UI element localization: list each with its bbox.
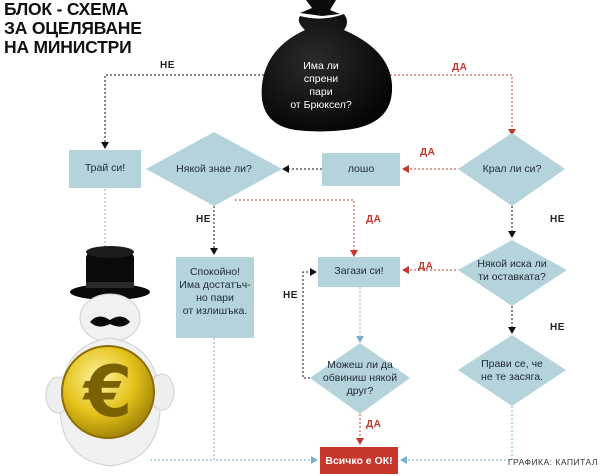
blame-text: Можеш ли да обвиниш някой друг?	[314, 359, 406, 398]
blame-line: Можеш ли да	[327, 359, 393, 371]
label-yes-blame: ДА	[366, 419, 382, 430]
label-no-whoknows: НЕ	[196, 214, 211, 225]
edge-calm-ok	[213, 338, 318, 464]
chart-title: БЛОК - СХЕМА ЗА ОЦЕЛЯВАНЕ НА МИНИСТРИ	[4, 0, 154, 57]
blame-line: обвиниш някой	[322, 372, 398, 384]
title-line: БЛОК - СХЕМА	[4, 0, 129, 19]
label-yes-bag: ДА	[452, 62, 468, 73]
euro-mascot-icon: €	[45, 246, 175, 467]
pretend-line: не те засяга.	[481, 371, 543, 383]
who-knows-diamond	[146, 132, 282, 206]
bag-line: спрени	[303, 73, 339, 85]
stay-text: Трай си!	[84, 162, 126, 174]
money-bag-icon	[261, 0, 393, 132]
bag-question: Има ли спрени пари от Брюксел?	[286, 60, 356, 112]
resign-diamond	[458, 240, 567, 306]
label-yes-whoknows: ДА	[366, 214, 382, 225]
calm-line: Спокойно!	[189, 266, 241, 278]
pretend-line: Прави се, че	[481, 358, 543, 370]
blame-line: друг?	[346, 385, 374, 397]
hide-box	[318, 257, 400, 287]
bad-text: лошо	[347, 163, 375, 175]
graphic-credit: ГРАФИКА: КАПИТАЛ	[507, 457, 598, 467]
svg-text:€: €	[82, 351, 133, 433]
bag-line: от Брюксел?	[290, 99, 352, 111]
resign-line: Някой иска ли	[477, 258, 547, 270]
connectors	[101, 74, 516, 464]
stole-diamond	[458, 133, 565, 206]
bag-line: Има ли	[303, 60, 339, 72]
calm-box	[176, 257, 254, 338]
calm-line: но пари	[196, 292, 234, 304]
edge-pretend-ok	[400, 406, 513, 464]
label-no-resign: НЕ	[550, 322, 565, 333]
pretend-text: Прави се, че не те засяга.	[468, 358, 556, 384]
hide-text: Загази си!	[334, 265, 384, 277]
calm-text: Спокойно! Има достатъч- но пари от излиш…	[176, 266, 254, 318]
title-line: ЗА ОЦЕЛЯВАНЕ	[4, 18, 142, 38]
title-line: НА МИНИСТРИ	[4, 37, 132, 57]
calm-line: от излишъка.	[182, 305, 248, 317]
bad-box	[322, 153, 400, 186]
ok-box: Всичко е ОК!	[320, 447, 398, 474]
calm-line: Има достатъч-	[179, 279, 251, 291]
label-yes-stole: ДА	[420, 147, 436, 158]
label-no-bag: НЕ	[160, 60, 175, 71]
edge-bag-yes	[378, 74, 516, 136]
edge-blame-no	[302, 268, 317, 379]
blame-diamond	[310, 343, 410, 414]
who-knows-text: Някой знае ли?	[176, 163, 252, 175]
edge-whoknows-yes	[235, 199, 358, 257]
pretend-diamond	[458, 335, 566, 406]
label-no-stole: НЕ	[550, 214, 565, 225]
stole-text: Крал ли си?	[482, 163, 542, 175]
label-yes-resign: ДА	[418, 261, 434, 272]
shapes	[69, 0, 567, 414]
edge-bag-no	[101, 74, 288, 149]
resign-line: ти оставката?	[478, 271, 546, 283]
stay-box	[69, 150, 141, 188]
resign-text: Някой иска ли ти оставката?	[468, 258, 556, 284]
label-no-blame: НЕ	[283, 290, 298, 301]
bag-line: пари	[309, 86, 333, 98]
